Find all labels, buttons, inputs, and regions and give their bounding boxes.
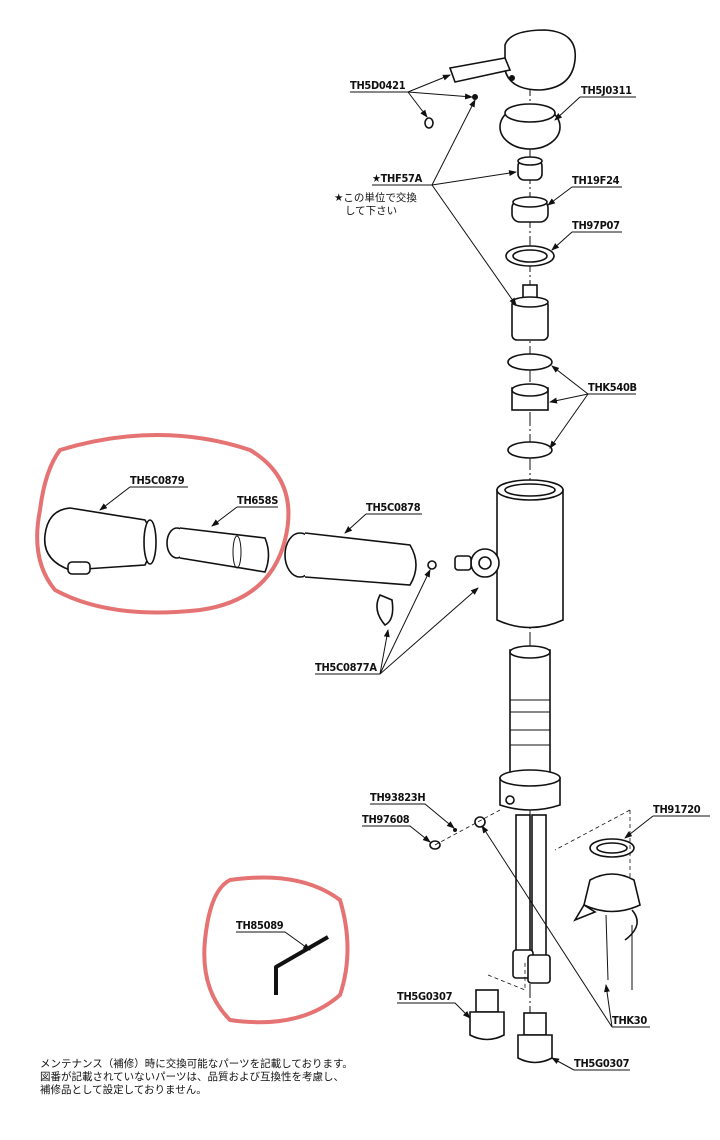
note-line-2: 図番が記載されていないパーツは、品質および互換性を考慮し、 — [40, 1071, 344, 1083]
label-thk30: THK30 — [612, 1014, 647, 1027]
o-ring — [453, 828, 457, 832]
screw-th93823h — [474, 816, 486, 828]
nut-th19f24 — [511, 196, 549, 223]
nut-th5g0307-left — [469, 989, 505, 1041]
ring-th97p07 — [505, 245, 555, 267]
rings-thk540b — [507, 353, 553, 459]
label-th5d0421: TH5D0421 — [350, 79, 406, 92]
label-th91720: TH91720 — [653, 803, 701, 816]
label-th19f24: TH19F24 — [572, 174, 620, 187]
lower-body — [499, 645, 561, 811]
highlight-circle-wrench — [202, 875, 350, 1025]
label-th5c0878: TH5C0878 — [366, 501, 421, 514]
spout-tube-th5c0878 — [284, 532, 417, 626]
label-thk540b: THK540B — [588, 381, 637, 394]
label-thf57a: ★THF57A — [372, 172, 423, 185]
cap-th5j0311 — [499, 103, 561, 150]
leader-lines — [100, 74, 710, 1071]
spout-th5c0879 — [43, 507, 157, 575]
screw-cap — [424, 117, 434, 129]
ring-th91720 — [589, 838, 635, 858]
supply-hoses — [512, 814, 551, 984]
cartridge — [511, 284, 549, 341]
nut-th5g0307-right — [517, 1012, 553, 1064]
label-th97608: TH97608 — [362, 813, 410, 826]
screw — [472, 94, 478, 100]
faucet-body — [427, 479, 564, 629]
label-th85089: TH85089 — [236, 919, 284, 932]
aerator-th658s — [166, 527, 270, 573]
label-th5g0307-right: TH5G0307 — [574, 1057, 630, 1070]
label-th93823h: TH93823H — [370, 791, 425, 804]
cartridge-top — [517, 156, 543, 181]
note-line-1: メンテナンス（補修）時に交換可能なパーツを記載しております。 — [40, 1058, 353, 1070]
lever-handle — [448, 29, 576, 91]
label-thf57a-note-1: ★この単位で交換 — [334, 191, 417, 204]
label-th5c0877a: TH5C0877A — [315, 661, 377, 674]
label-th5j0311: TH5J0311 — [581, 84, 632, 97]
label-th5c0879: TH5C0879 — [130, 474, 185, 487]
hex-wrench-th85089 — [274, 935, 329, 995]
maintenance-note: メンテナンス（補修）時に交換可能なパーツを記載しております。 図番が記載されてい… — [40, 1058, 353, 1097]
highlight-circle-spout — [35, 433, 291, 615]
label-thf57a-note-2: して下さい — [345, 205, 397, 217]
note-line-3: 補修品として設定しておりません。 — [40, 1084, 207, 1096]
label-th5g0307-left: TH5G0307 — [397, 990, 453, 1003]
label-th658s: TH658S — [237, 494, 278, 507]
label-th97p07: TH97P07 — [572, 219, 620, 232]
sensor-thk30 — [573, 873, 641, 990]
